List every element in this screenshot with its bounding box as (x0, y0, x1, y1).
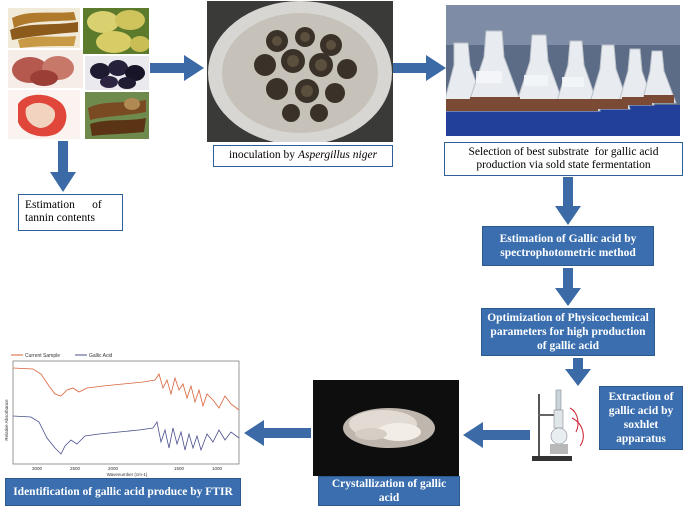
y-axis-label: Relative Absorbance (4, 399, 9, 441)
substrate-selection-box: Selection of best substrate for gallic a… (444, 142, 683, 176)
fruit-collage-image (8, 8, 149, 139)
arrow-crystallization-to-ftir (244, 420, 311, 446)
x-tick-2000: 2000 (108, 466, 119, 471)
spectrophotometric-estimation-box: Estimation of Gallic acid by spectrophot… (482, 226, 654, 266)
legend-current-sample: Current Sample (25, 353, 60, 359)
arrow-selection-to-spectro (555, 177, 581, 225)
gallic-acid-spectrum (12, 415, 240, 455)
x-tick-1500: 1500 (174, 466, 185, 471)
arrow-extraction-to-crystallization (463, 422, 533, 448)
arrow-fruits-to-petri (150, 55, 204, 81)
spectro-label: Estimation of Gallic acid by spectrophot… (499, 233, 637, 259)
organism-name: Aspergillus niger (297, 149, 378, 161)
soxhlet-drawing (530, 388, 594, 464)
tannin-line-2: tannin contents (25, 212, 95, 224)
crystal-photo-image (313, 380, 459, 476)
x-axis-label: Wavenumber (cm-1) (107, 472, 148, 477)
arrow-optimization-to-extraction (565, 358, 591, 386)
selection-line-1: Selection of best substrate for gallic a… (468, 146, 659, 158)
optimization-box: Optimization of Physicochemical paramete… (481, 308, 655, 356)
inoculation-prefix: inoculation by (228, 149, 298, 161)
ftir-spectrum-drawing: Current Sample Gallic Acid Relative Abso… (4, 353, 240, 477)
petri-dish-image (207, 1, 393, 142)
fruit-collage-drawing (8, 8, 149, 139)
crystallization-label: Crystallization of gallic acid (331, 478, 447, 504)
legend-gallic-acid: Gallic Acid (89, 353, 113, 359)
tannin-line-1: Estimation of (25, 199, 102, 211)
crystal-drawing (313, 380, 459, 476)
selection-line-2: production via sold state fermentation (476, 159, 651, 171)
arrow-petri-to-flasks (393, 55, 446, 81)
x-tick-3000: 3000 (32, 466, 43, 471)
extraction-box: Extraction of gallic acid by soxhlet app… (599, 386, 683, 450)
x-tick-2500: 2500 (70, 466, 81, 471)
crystallization-box: Crystallization of gallic acid (318, 476, 460, 506)
inoculation-box: inoculation by Aspergillus niger (213, 145, 393, 167)
ftir-identification-label: Identification of gallic acid produce by… (13, 486, 233, 498)
soxhlet-apparatus-image (530, 388, 594, 464)
petri-dish-drawing (207, 1, 393, 142)
arrow-fruits-to-tannin (50, 141, 76, 192)
current-sample-spectrum (12, 367, 240, 411)
ftir-identification-box: Identification of gallic acid produce by… (5, 478, 241, 506)
ftir-spectrum-image: Current Sample Gallic Acid Relative Abso… (3, 350, 241, 478)
tannin-estimation-box: Estimation of tannin contents (18, 194, 123, 231)
flasks-drawing (446, 5, 680, 136)
flasks-image (446, 5, 680, 136)
x-tick-1000: 1000 (212, 466, 223, 471)
plot-frame (12, 360, 240, 465)
arrow-spectro-to-optimization (555, 268, 581, 306)
optimization-label: Optimization of Physicochemical paramete… (487, 312, 649, 352)
extraction-label: Extraction of gallic acid by soxhlet app… (608, 391, 674, 445)
